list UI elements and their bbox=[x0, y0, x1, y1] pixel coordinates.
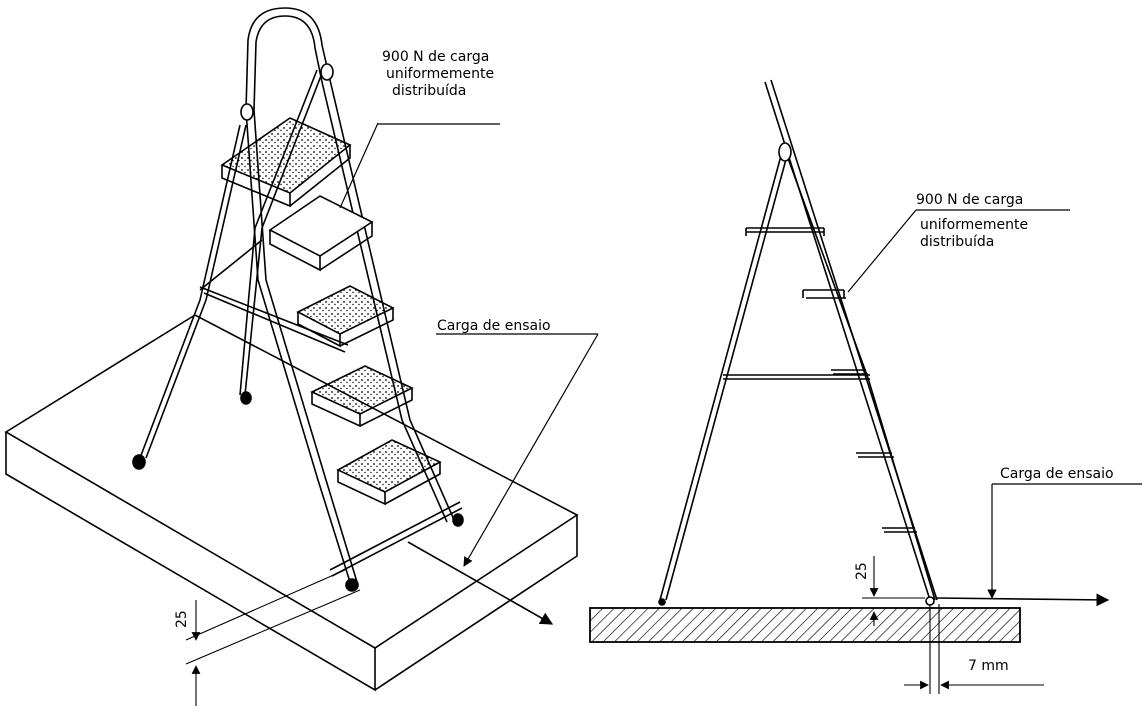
right-dimension-25 bbox=[862, 556, 925, 626]
side-steps bbox=[802, 289, 917, 533]
rear-leg bbox=[658, 151, 789, 606]
left-step-load-line-2: uniformemente bbox=[386, 66, 494, 82]
step-1 bbox=[220, 117, 352, 208]
step-4 bbox=[310, 365, 414, 428]
svg-text:uniformemente: uniformemente bbox=[386, 66, 494, 82]
svg-text:distribuída: distribuída bbox=[392, 83, 466, 99]
right-labels: 900 N de carga uniformemente distribuída… bbox=[854, 192, 1114, 674]
right-dimension-7mm bbox=[904, 604, 1044, 694]
svg-text:900 N de carga: 900 N de carga bbox=[916, 192, 1023, 208]
ladder-steps bbox=[220, 117, 442, 506]
svg-text:distribuída: distribuída bbox=[920, 234, 994, 250]
left-dimension-text: 25 bbox=[174, 610, 190, 628]
step-3 bbox=[296, 285, 395, 348]
spreader-bar bbox=[723, 374, 870, 380]
front-rail bbox=[764, 79, 938, 606]
right-vertical-dimension-text: 25 bbox=[854, 562, 870, 580]
step-2 bbox=[268, 195, 374, 272]
left-test-load-label: Carga de ensaio bbox=[437, 318, 551, 334]
isometric-base-slab bbox=[4, 314, 579, 692]
right-step-load-line-2: uniformemente bbox=[920, 217, 1028, 233]
svg-text:uniformemente: uniformemente bbox=[920, 217, 1028, 233]
left-dimension-25 bbox=[185, 569, 361, 706]
hatched-base-section bbox=[589, 607, 1021, 643]
right-step-load-leader bbox=[847, 209, 917, 293]
right-step-load-line-1: 900 N de carga bbox=[916, 192, 1023, 208]
svg-text:900 N de carga: 900 N de carga bbox=[382, 49, 489, 65]
top-platform bbox=[745, 227, 825, 236]
right-test-load-arrow bbox=[935, 593, 1110, 607]
left-labels: 900 N de carga uniformemente distribuída… bbox=[174, 49, 551, 628]
step-5 bbox=[336, 439, 442, 506]
front-rails bbox=[240, 7, 464, 592]
right-horizontal-dimension-text: 7 mm bbox=[968, 658, 1009, 674]
right-step-load-line-3: distribuída bbox=[920, 234, 994, 250]
left-step-load-line-3: distribuída bbox=[392, 83, 466, 99]
left-step-load-line-1: 900 N de carga bbox=[382, 49, 489, 65]
right-figure bbox=[589, 79, 1142, 694]
right-test-load-label: Carga de ensaio bbox=[1000, 466, 1114, 482]
left-figure bbox=[4, 7, 599, 706]
test-load-leader bbox=[463, 333, 599, 567]
test-load-arrow bbox=[407, 541, 554, 625]
step-load-leader bbox=[339, 122, 379, 209]
